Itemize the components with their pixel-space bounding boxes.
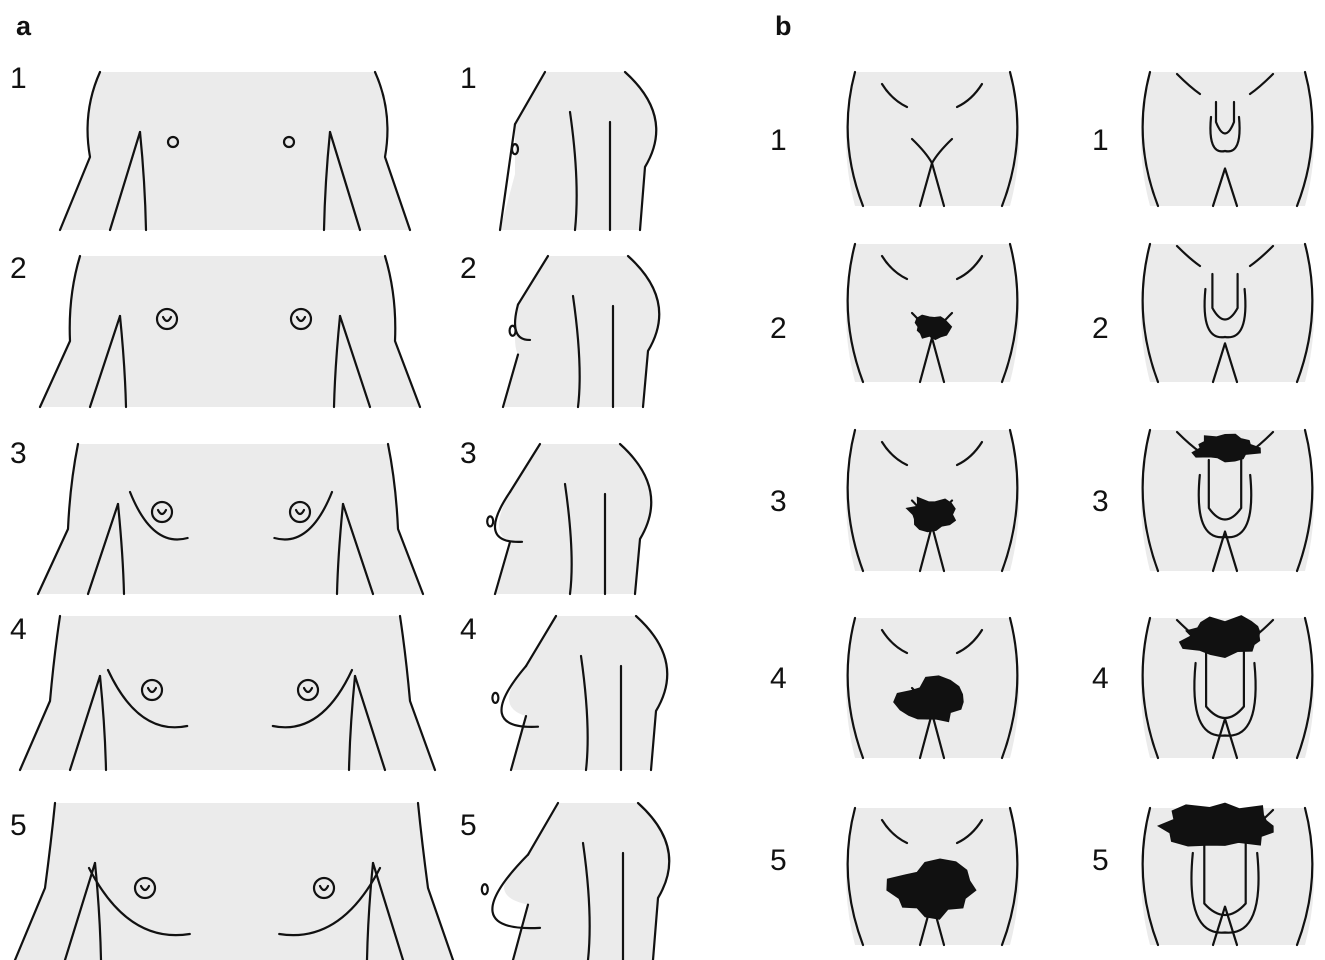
torso-front-fill	[15, 803, 453, 960]
torso-side-fill	[495, 444, 651, 594]
torso-front-fill	[60, 72, 410, 230]
pubic-male-stage-4	[1141, 616, 1314, 758]
pubic-male-stage-3-label: 3	[1092, 485, 1109, 518]
nipple-profile	[510, 326, 516, 336]
pubic-male-stage-2-label: 2	[1092, 312, 1109, 345]
breast-side-stage-1-label: 1	[460, 62, 477, 95]
pubic-male-stage-5	[1141, 803, 1314, 945]
pubic-male-stage-2	[1141, 244, 1314, 382]
breast-front-stage-5	[15, 803, 453, 960]
pubic-female-stage-3	[846, 430, 1019, 571]
pubic-female-stage-4	[846, 618, 1019, 758]
pubic-male-stage-3	[1141, 430, 1314, 571]
pubic-female-stage-4-label: 4	[770, 662, 787, 695]
breast-side-stage-1	[500, 72, 656, 230]
hips-fill	[846, 72, 1019, 206]
breast-front-stage-1	[60, 72, 410, 230]
pubic-female-stage-5	[846, 808, 1019, 945]
pubic-hair	[1158, 803, 1273, 846]
breast-side-stage-4-label: 4	[460, 613, 477, 646]
breast-front-stage-4	[20, 616, 435, 770]
illustrations-layer	[15, 72, 1314, 960]
breast-side-stage-4	[492, 616, 667, 770]
pubic-female-stage-2-label: 2	[770, 312, 787, 345]
pubic-male-stage-4-label: 4	[1092, 662, 1109, 695]
breast-front-stage-2-label: 2	[10, 252, 27, 285]
hips-fill	[1141, 244, 1314, 382]
panel-a-letter: a	[16, 11, 32, 41]
pubic-female-stage-1	[846, 72, 1019, 206]
nipple-profile	[492, 693, 498, 703]
breast-side-stage-5	[482, 803, 669, 960]
hips-fill	[1141, 72, 1314, 206]
pubic-female-stage-5-label: 5	[770, 844, 787, 877]
breast-front-stage-3	[38, 444, 423, 594]
torso-side-fill	[500, 72, 656, 230]
pubic-male-stage-1	[1141, 72, 1314, 206]
hips-fill	[846, 244, 1019, 382]
breast-front-stage-2	[40, 256, 420, 407]
hips-fill	[846, 430, 1019, 571]
breast-side-stage-5-label: 5	[460, 809, 477, 842]
breast-front-stage-5-label: 5	[10, 809, 27, 842]
pubic-male-stage-5-label: 5	[1092, 844, 1109, 877]
torso-side-fill	[503, 256, 659, 407]
breast-side-stage-3-label: 3	[460, 437, 477, 470]
nipple-profile	[487, 516, 493, 526]
torso-front-fill	[20, 616, 435, 770]
nipple-profile	[482, 884, 488, 894]
breast-front-stage-4-label: 4	[10, 613, 27, 646]
breast-side-stage-2	[503, 256, 659, 407]
breast-side-stage-2-label: 2	[460, 252, 477, 285]
pubic-female-stage-1-label: 1	[770, 124, 787, 157]
pubic-female-stage-2	[846, 244, 1019, 382]
pubic-female-stage-3-label: 3	[770, 485, 787, 518]
pubic-male-stage-1-label: 1	[1092, 124, 1109, 157]
panel-b-letter: b	[775, 11, 792, 41]
breast-side-stage-3	[487, 444, 651, 594]
breast-front-stage-3-label: 3	[10, 437, 27, 470]
breast-front-stage-1-label: 1	[10, 62, 27, 95]
